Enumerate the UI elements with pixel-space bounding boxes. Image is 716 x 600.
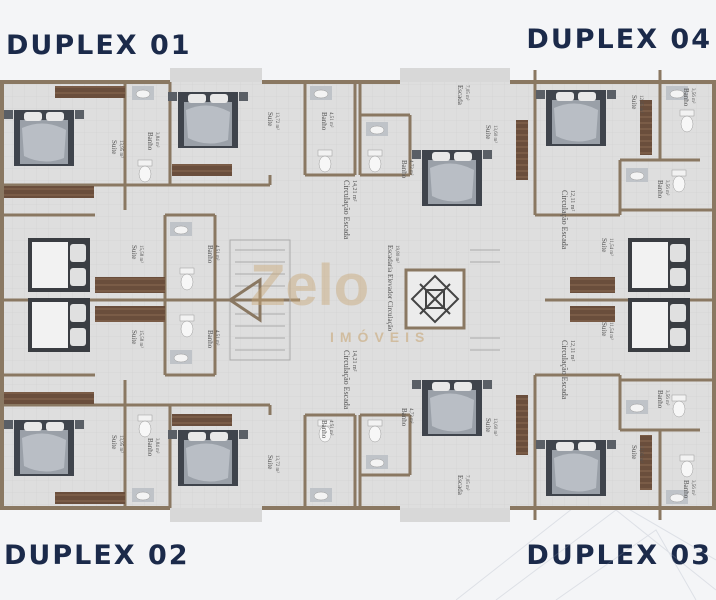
label-banho: Banho	[656, 180, 664, 199]
label-suite: Suíte	[484, 125, 492, 139]
label-suite: Suíte	[630, 95, 638, 109]
label-circulacao: Circulação Escada	[560, 190, 569, 250]
label-suite: Suíte	[266, 455, 274, 469]
label-area: 4,51 m²	[214, 330, 220, 346]
label-area: 11,54 m²	[608, 238, 614, 256]
label-area: 12,11 m²	[569, 340, 575, 361]
label-suite: Suíte	[600, 238, 608, 252]
wardrobes	[4, 86, 652, 504]
label-area: 15,58 m²	[138, 330, 144, 348]
label-escada: Escada	[456, 85, 464, 106]
label-suite: Suíte	[600, 322, 608, 336]
title-duplex-01: DUPLEX 01	[6, 30, 192, 61]
elevator	[404, 268, 466, 330]
label-area: 19,80 m²	[394, 245, 400, 263]
label-circulacao: Circulação Escada	[342, 350, 351, 410]
label-suite: Suíte	[630, 445, 638, 459]
label-area: 3,56 m²	[664, 180, 670, 196]
label-area: 13,60 m²	[492, 418, 498, 436]
balcony-bottom-left	[170, 508, 262, 522]
watermark-sub: IMÓVEIS	[330, 328, 430, 345]
label-area: 4,72 m²	[408, 408, 414, 424]
balcony-bottom-right	[400, 508, 510, 522]
label-area: 4,72 m²	[408, 160, 414, 176]
label-area: 3,56 m²	[690, 480, 696, 496]
label-banho: Banho	[146, 132, 154, 151]
label-area: 14,21 m²	[351, 180, 357, 202]
label-area: 3,84 m²	[154, 132, 160, 148]
label-area: 7,05 m²	[464, 475, 470, 491]
label-area: 12,95 m²	[638, 95, 644, 113]
label-area: 4,51 m²	[328, 420, 334, 436]
room-labels: Suíte 13,95 m² Banho 3,84 m² Suíte 13,72…	[110, 85, 696, 499]
central-stair	[227, 239, 500, 361]
label-area: 13,95 m²	[118, 435, 124, 453]
label-suite: Suíte	[484, 418, 492, 432]
label-area: 14,21 m²	[351, 350, 357, 372]
title-duplex-02: DUPLEX 02	[4, 540, 190, 571]
label-banho: Banho	[682, 480, 690, 499]
label-area: 4,51 m²	[328, 112, 334, 128]
label-banho: Banho	[206, 245, 214, 264]
label-suite: Suíte	[110, 435, 118, 449]
label-area: 11,54 m²	[608, 322, 614, 340]
label-suite: Suíte	[130, 330, 138, 344]
label-suite: Suíte	[110, 140, 118, 154]
label-central: Escadaria Elevador Circulação	[386, 245, 394, 332]
floor-area	[0, 80, 716, 510]
label-area: 13,72 m²	[274, 112, 280, 130]
title-duplex-03: DUPLEX 03	[526, 540, 712, 571]
label-area: 13,60 m²	[492, 125, 498, 143]
label-area: 12,11 m²	[569, 190, 575, 211]
label-banho: Banho	[206, 330, 214, 349]
label-area: 3,84 m²	[154, 438, 160, 454]
label-suite: Suíte	[266, 112, 274, 126]
label-area: 15,58 m²	[138, 245, 144, 263]
label-banho: Banho	[320, 112, 328, 131]
label-escada: Escada	[456, 475, 464, 496]
label-area: 13,72 m²	[274, 455, 280, 473]
label-circulacao: Circulação Escada	[560, 340, 569, 400]
label-circulacao: Circulação Escada	[342, 180, 351, 240]
outer-walls	[0, 80, 716, 510]
watermark-brand: Zelo	[250, 253, 369, 318]
label-area: 7,05 m²	[464, 85, 470, 101]
balcony-top-right	[400, 68, 510, 82]
label-area: 12,95 m²	[638, 445, 644, 463]
label-banho: Banho	[146, 438, 154, 457]
label-banho: Banho	[682, 88, 690, 107]
label-area: 3,56 m²	[664, 390, 670, 406]
label-banho: Banho	[400, 160, 408, 179]
balcony-top-left	[170, 68, 262, 82]
label-area: 4,51 m²	[214, 245, 220, 261]
label-area: 3,56 m²	[690, 88, 696, 104]
label-suite: Suíte	[130, 245, 138, 259]
title-duplex-04: DUPLEX 04	[526, 24, 712, 55]
label-banho: Banho	[656, 390, 664, 409]
label-area: 13,95 m²	[118, 140, 124, 158]
label-banho: Banho	[320, 420, 328, 439]
label-banho: Banho	[400, 408, 408, 427]
